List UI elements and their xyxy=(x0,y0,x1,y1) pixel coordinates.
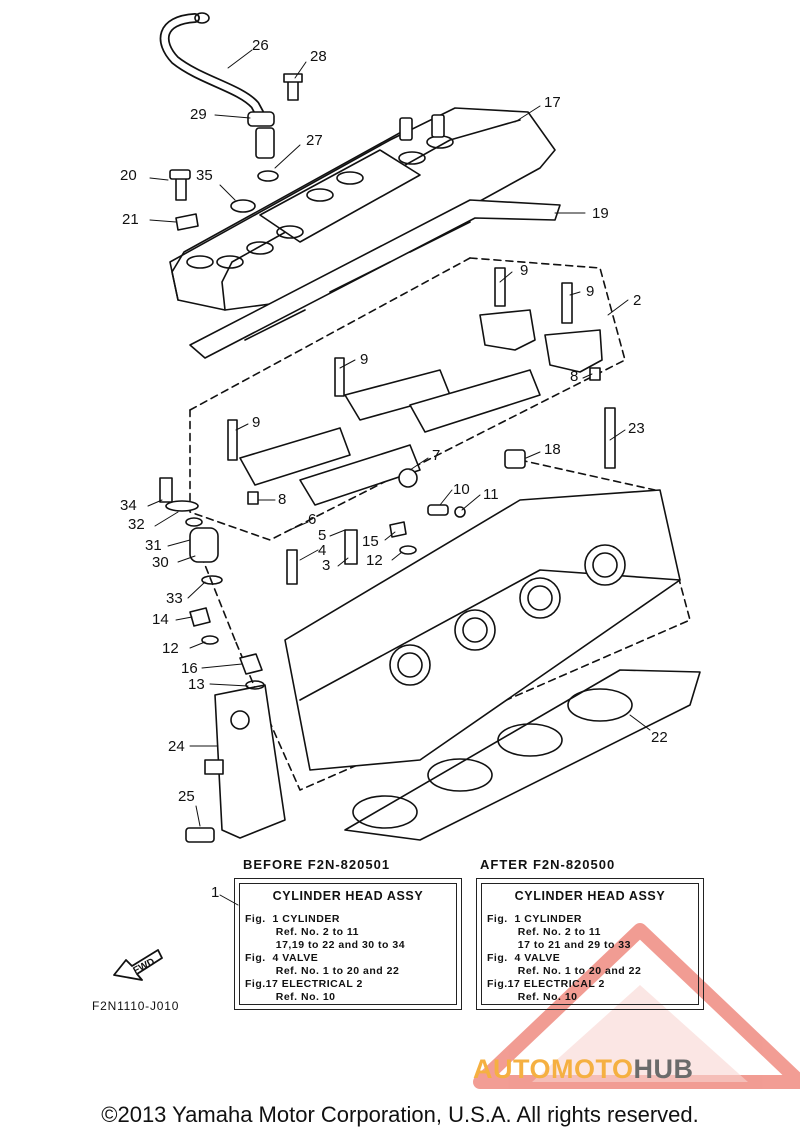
callout-31: 31 xyxy=(145,537,162,554)
callout-32: 32 xyxy=(128,516,145,533)
callout-24: 24 xyxy=(168,738,185,755)
callout-7: 7 xyxy=(432,447,441,464)
watermark-text-part1: AUTOMOTO xyxy=(473,1054,634,1084)
callout-22: 22 xyxy=(651,729,668,746)
callout-1: 1 xyxy=(211,884,220,901)
callout-11: 11 xyxy=(483,486,499,503)
head-cover-gasket xyxy=(189,199,561,359)
callout-19: 19 xyxy=(592,205,609,222)
after-assy-box-inner xyxy=(481,883,699,1005)
breather-hose xyxy=(159,12,279,182)
fwd-label: FWD xyxy=(132,956,157,976)
callout-12-b: 12 xyxy=(162,640,179,657)
camcap-group-outline xyxy=(189,257,626,541)
callout-2: 2 xyxy=(633,292,642,309)
after-box-title: CYLINDER HEAD ASSY xyxy=(514,889,666,903)
left-small-parts xyxy=(159,477,466,690)
callout-29: 29 xyxy=(190,106,207,123)
callout-10: 10 xyxy=(453,481,470,498)
callout-21: 21 xyxy=(122,211,139,228)
callout-25: 25 xyxy=(178,788,195,805)
watermark-logo xyxy=(473,923,800,1089)
callout-35: 35 xyxy=(196,167,213,184)
callout-9-a: 9 xyxy=(520,262,529,279)
callout-9-d: 9 xyxy=(252,414,261,431)
after-heading: AFTER F2N-820500 xyxy=(480,857,616,872)
callout-15: 15 xyxy=(362,533,379,550)
before-box-title: CYLINDER HEAD ASSY xyxy=(272,889,424,903)
callout-26: 26 xyxy=(252,37,269,54)
callout-30: 30 xyxy=(152,554,169,571)
copyright-notice: ©2013 Yamaha Motor Corporation, U.S.A. A… xyxy=(101,1102,699,1127)
callout-8-b: 8 xyxy=(278,491,287,508)
callout-20: 20 xyxy=(120,167,137,184)
head-gasket xyxy=(344,669,701,841)
callout-28: 28 xyxy=(310,48,327,65)
leader-lines xyxy=(147,49,651,906)
callout-9-c: 9 xyxy=(360,351,369,368)
before-assy-box-inner xyxy=(239,883,457,1005)
callout-8-a: 8 xyxy=(570,368,579,385)
callout-27: 27 xyxy=(306,132,323,149)
figure-code: F2N1110-J010 xyxy=(92,999,180,1013)
cylinder-head xyxy=(284,407,681,771)
callout-3: 3 xyxy=(322,557,331,574)
callout-16: 16 xyxy=(181,660,198,677)
callout-13: 13 xyxy=(188,676,205,693)
callout-23: 23 xyxy=(628,420,645,437)
callout-18: 18 xyxy=(544,441,561,458)
callout-17: 17 xyxy=(544,94,561,111)
before-box-refs: Fig. 1 CYLINDER Ref. No. 2 to 11 17,19 t… xyxy=(245,913,406,1003)
callout-14: 14 xyxy=(152,611,169,628)
fwd-arrow-icon xyxy=(113,949,163,981)
before-assy-box: CYLINDER HEAD ASSY Fig. 1 CYLINDER Ref. … xyxy=(234,878,462,1010)
head-cover xyxy=(169,107,556,311)
before-heading: BEFORE F2N-820501 xyxy=(243,857,391,872)
watermark-text-part2: HUB xyxy=(633,1054,694,1084)
callout-12-a: 12 xyxy=(366,552,383,569)
callout-33: 33 xyxy=(166,590,183,607)
after-box-refs: Fig. 1 CYLINDER Ref. No. 2 to 11 17 to 2… xyxy=(487,913,642,1003)
cover-plate xyxy=(185,684,286,843)
callout-6: 6 xyxy=(308,511,317,528)
upper-small-parts xyxy=(169,73,303,231)
after-assy-box: CYLINDER HEAD ASSY Fig. 1 CYLINDER Ref. … xyxy=(476,878,704,1010)
camshaft-caps xyxy=(227,267,603,506)
callout-9-b: 9 xyxy=(586,283,595,300)
callout-5: 5 xyxy=(318,527,327,544)
callout-34: 34 xyxy=(120,497,137,514)
callout-4: 4 xyxy=(318,542,327,559)
watermark-text: AUTOMOTOHUB xyxy=(473,1054,694,1085)
